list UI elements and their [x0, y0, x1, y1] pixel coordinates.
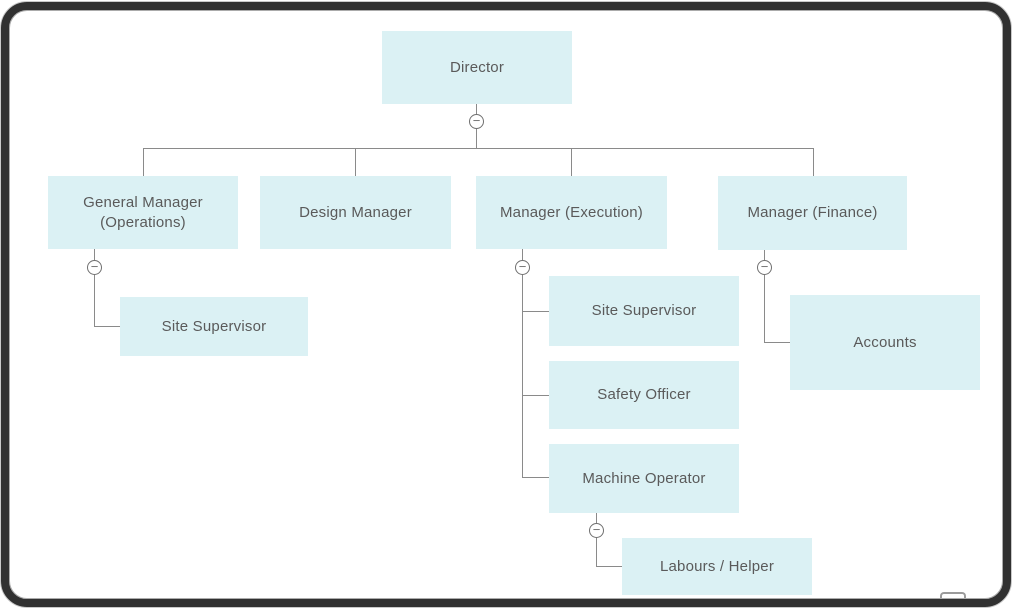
node-design-manager-label: Design Manager — [299, 203, 412, 221]
collapse-toggle-manager-finance[interactable]: − — [757, 260, 772, 275]
node-site-supervisor-execution-label: Site Supervisor — [591, 302, 697, 320]
connector-exec-to-safety-officer — [522, 395, 549, 396]
connector-stub-manager-execution — [571, 148, 572, 176]
connector-machineop-to-labours — [596, 566, 622, 567]
node-site-supervisor-operations[interactable]: Site Supervisor — [120, 297, 308, 356]
collapse-toggle-machine-operator[interactable]: − — [589, 523, 604, 538]
connector-exec-to-site-supervisor — [522, 311, 549, 312]
connector-machineop-rail — [596, 538, 597, 566]
connector-stub-gm-operations — [143, 148, 144, 176]
connector-gmops-rail — [94, 275, 95, 327]
node-general-manager-operations[interactable]: General Manager (Operations) — [48, 176, 238, 249]
node-accounts-label: Accounts — [853, 333, 917, 351]
connector-stub-manager-finance — [813, 148, 814, 176]
node-manager-execution[interactable]: Manager (Execution) — [476, 176, 667, 249]
connector-machineop-drop — [596, 513, 597, 524]
node-machine-operator-label: Machine Operator — [582, 469, 706, 487]
node-safety-officer-label: Safety Officer — [597, 386, 691, 404]
collapse-toggle-manager-execution[interactable]: − — [515, 260, 530, 275]
connector-main-rail — [143, 148, 813, 149]
node-labours-helper[interactable]: Labours / Helper — [622, 538, 812, 595]
connector-director-drop — [476, 104, 477, 115]
node-manager-finance-label: Manager (Finance) — [747, 204, 878, 222]
node-safety-officer[interactable]: Safety Officer — [549, 361, 739, 429]
node-manager-finance[interactable]: Manager (Finance) — [718, 176, 907, 250]
connector-exec-to-machine-operator — [522, 477, 549, 478]
node-director-label: Director — [449, 58, 505, 76]
connector-director-drop-lower — [476, 129, 477, 149]
node-site-supervisor-operations-label: Site Supervisor — [161, 317, 267, 335]
node-design-manager[interactable]: Design Manager — [260, 176, 451, 249]
connector-stub-design-manager — [355, 148, 356, 176]
connector-gmops-drop — [94, 249, 95, 261]
connector-exec-rail — [522, 275, 523, 478]
connector-finance-drop — [764, 249, 765, 261]
connector-finance-rail — [764, 275, 765, 343]
node-site-supervisor-execution[interactable]: Site Supervisor — [549, 276, 739, 346]
collapse-toggle-director[interactable]: − — [469, 114, 484, 129]
node-accounts[interactable]: Accounts — [790, 295, 980, 390]
collapse-toggle-gm-operations[interactable]: − — [87, 260, 102, 275]
connector-finance-to-accounts — [764, 342, 790, 343]
node-director[interactable]: Director — [382, 31, 572, 104]
node-labours-helper-label: Labours / Helper — [659, 557, 775, 575]
node-general-manager-operations-label: General Manager (Operations) — [83, 194, 203, 231]
node-machine-operator[interactable]: Machine Operator — [549, 444, 739, 513]
connector-gmops-to-site-supervisor — [94, 326, 120, 327]
clipped-element-edge — [940, 592, 966, 608]
connector-exec-drop — [522, 249, 523, 261]
node-manager-execution-label: Manager (Execution) — [499, 203, 644, 221]
